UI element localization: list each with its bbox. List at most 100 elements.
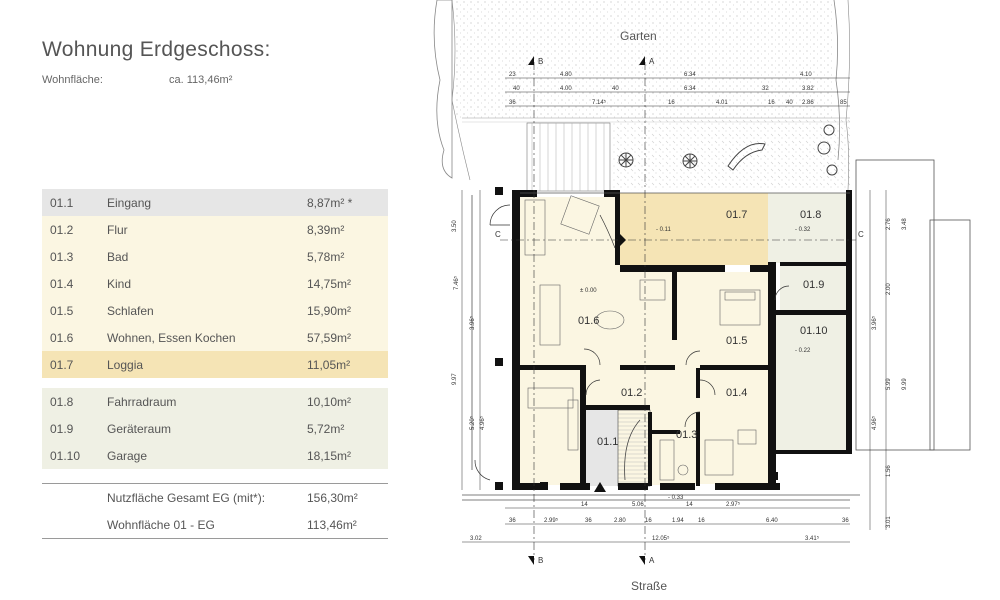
section-labels: B A B A C C	[495, 57, 864, 565]
dim-bottom-2: 36	[585, 518, 592, 524]
dim-top-1: 23	[509, 72, 516, 78]
dim-bottom-2: 16	[698, 518, 705, 524]
dim-bottom-1: 5.06	[632, 502, 644, 508]
table-row: 01.7 Loggia 11,05m²	[42, 351, 388, 378]
room-number: 01.3	[50, 250, 74, 264]
room-label-017: 01.7	[726, 209, 747, 221]
room-name: Flur	[107, 223, 128, 237]
dim-top-3: 40	[786, 100, 793, 106]
room-name: Garage	[107, 449, 148, 463]
room-number: 01.8	[50, 395, 74, 409]
dim-top-1: 4.80	[560, 72, 572, 78]
dim-left: 3.50	[452, 220, 458, 232]
level-0110: - 0.22	[795, 348, 811, 354]
dim-bottom-2: 16	[645, 518, 652, 524]
dim-top-2: 32	[762, 86, 769, 92]
door-swings	[474, 204, 790, 481]
section-marker-icon	[528, 56, 645, 565]
dim-right: 4.96⁵	[871, 415, 878, 430]
room-number: 01.7	[50, 358, 74, 372]
dim-top-2: 6.34	[684, 86, 696, 92]
dim-bottom-2: 36	[509, 518, 516, 524]
table-row: 01.6 Wohnen, Essen Kochen 57,59m²	[42, 324, 388, 351]
room-label-019: 01.9	[803, 279, 824, 291]
dim-bottom-3: 12.05⁵	[652, 535, 670, 542]
room-label-0110: 01.10	[800, 325, 828, 337]
room-name: Wohnen, Essen Kochen	[107, 331, 236, 345]
room-name: Schlafen	[107, 304, 154, 318]
room-area: 5,72m²	[307, 422, 345, 436]
usable-area-label: Nutzfläche Gesamt EG (mit*):	[107, 491, 266, 505]
room-area: 8,87m² *	[307, 196, 353, 210]
dim-bottom-2: 2.99⁵	[544, 517, 559, 524]
level-016: ± 0.00	[580, 288, 597, 294]
room-number: 01.10	[50, 449, 81, 463]
table-row: 01.3 Bad 5,78m²	[42, 243, 388, 270]
dim-bottom-1: 14	[581, 502, 588, 508]
level-markers: ± 0.00 - 0.11 - 0.32 - 0.22 - 0.33	[580, 227, 811, 501]
room-name: Fahrradraum	[107, 395, 177, 409]
level-entry: - 0.33	[668, 495, 684, 501]
room-name: Kind	[107, 277, 132, 291]
section-label-a-bottom: A	[649, 556, 655, 565]
table-row: 01.8 Fahrradraum 10,10m²	[42, 388, 388, 415]
divider	[42, 483, 388, 484]
room-area-table: 01.1 Eingang 8,87m² * 01.2 Flur 8,39m² 0…	[42, 189, 388, 469]
room-number: 01.2	[50, 223, 74, 237]
dim-top-3: 85	[840, 100, 847, 106]
dim-bottom-1: 14	[686, 502, 693, 508]
room-name: Bad	[107, 250, 129, 264]
street-label: Straße	[631, 579, 667, 593]
room-area: 18,15m²	[307, 449, 352, 463]
dimension-lines	[461, 77, 887, 543]
level-017: - 0.11	[656, 227, 672, 233]
staircase	[617, 409, 651, 487]
columns	[495, 187, 778, 490]
dim-bottom-2: 2.80	[614, 518, 626, 524]
room-fills	[520, 193, 850, 486]
room-label-016: 01.6	[578, 315, 599, 327]
room-number: 01.1	[50, 196, 74, 210]
dim-bottom-2: 36	[842, 518, 849, 524]
page-title: Wohnung Erdgeschoss:	[42, 38, 271, 61]
dim-right: 3.01	[886, 516, 892, 528]
dim-right: 3.96⁵	[871, 315, 878, 330]
dim-left: 4.96⁵	[479, 415, 486, 430]
section-label-c-left: C	[495, 230, 501, 239]
living-area-total: Wohnfläche 01 - EG 113,46m²	[42, 511, 388, 538]
level-018: - 0.32	[795, 227, 811, 233]
section-label-b-top: B	[538, 57, 543, 66]
room-area: 10,10m²	[307, 395, 352, 409]
room-area: 11,05m²	[307, 358, 351, 372]
furniture	[524, 195, 761, 481]
dim-right: 5.99	[886, 378, 892, 390]
room-number: 01.9	[50, 422, 74, 436]
room-area: 15,90m²	[307, 304, 352, 318]
room-name: Geräteraum	[107, 422, 172, 436]
garden-area	[433, 0, 850, 192]
room-area: 14,75m²	[307, 277, 352, 291]
divider	[42, 538, 388, 539]
living-area-label: Wohnfläche:	[42, 74, 103, 86]
exterior-lines	[462, 159, 971, 501]
living-area-total-value: 113,46m²	[307, 518, 357, 532]
dim-right: 2.76	[886, 218, 892, 230]
room-labels: 01.1 01.2 01.3 01.4 01.5 01.6 01.7 01.8 …	[578, 209, 828, 448]
dim-top-2: 3.82	[802, 86, 814, 92]
garden-label: Garten	[620, 29, 657, 43]
room-label-011: 01.1	[597, 436, 618, 448]
living-area-total-label: Wohnfläche 01 - EG	[107, 518, 215, 532]
room-label-015: 01.5	[726, 335, 747, 347]
section-lines	[500, 62, 856, 560]
room-label-013: 01.3	[676, 429, 697, 441]
dim-right: 2.00	[886, 283, 892, 295]
room-label-018: 01.8	[800, 209, 821, 221]
area-legend-panel: Wohnung Erdgeschoss: Wohnfläche: ca. 113…	[42, 0, 388, 600]
dim-top-3: 36	[509, 100, 516, 106]
dim-left: 7.46⁵	[453, 275, 460, 290]
section-label-a-top: A	[649, 57, 655, 66]
room-area: 8,39m²	[307, 223, 345, 237]
dim-top-3: 16	[768, 100, 775, 106]
dim-top-3: 2.86	[802, 100, 814, 106]
